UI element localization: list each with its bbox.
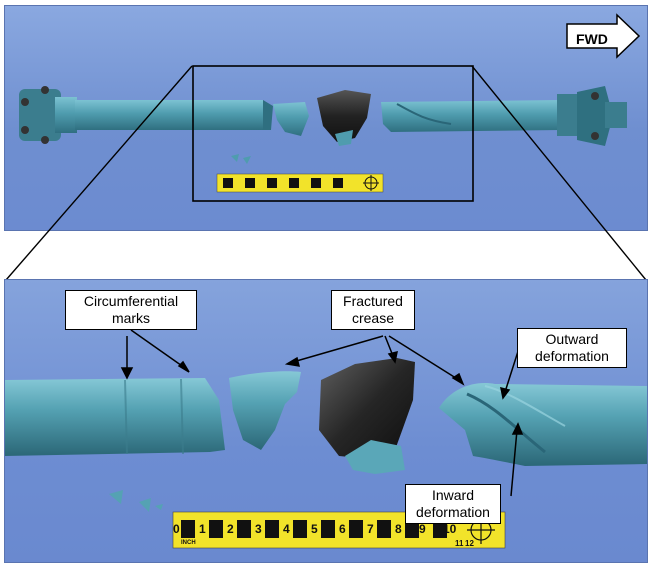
ruler-number: 6 [339,522,346,536]
ruler-number: 10 [443,522,457,536]
scale-ruler-top [216,173,384,193]
overview-photo: FWD [4,5,648,231]
overview-illustration [19,13,641,202]
ruler-number: 0 [173,522,180,536]
ruler-number: 4 [283,522,290,536]
ruler-number: 7 [367,522,374,536]
callout-arrows [120,329,524,497]
fwd-arrow-icon [566,13,641,59]
ruler-unit-label: INCH [181,540,196,546]
shaft-fragment-crushed [317,90,371,142]
callout-fractured-crease: Fractured crease [331,290,415,330]
ruler-number: 12 [465,539,474,548]
shaft-left-segment [75,100,263,130]
detail-left-tube [5,378,225,456]
detail-photo: 0 1 2 3 4 5 6 7 8 9 10 11 12 INCH [4,279,648,563]
shaft-fragment-small [273,102,309,136]
fwd-label: FWD [576,31,608,47]
shaft-right-segment [381,100,561,132]
ruler-number: 8 [395,522,402,536]
ruler-number: 1 [199,522,206,536]
left-coupling [19,86,77,144]
ruler-number: 2 [227,522,234,536]
ruler-number: 9 [419,522,426,536]
ruler-number: 3 [255,522,262,536]
detail-curved-fragment [229,371,301,450]
ruler-number: 5 [311,522,318,536]
callout-inward-deformation: Inward deformation [405,484,501,524]
detail-illustration: 0 1 2 3 4 5 6 7 8 9 10 11 12 INCH [5,329,647,549]
right-coupling [557,86,627,146]
callout-outward-deformation: Outward deformation [517,328,627,368]
ruler-number: 11 [455,539,464,548]
detail-right-tube [439,383,647,466]
detail-crushed-fragment [319,358,415,458]
callout-circumferential-marks: Circumferential marks [65,290,197,330]
